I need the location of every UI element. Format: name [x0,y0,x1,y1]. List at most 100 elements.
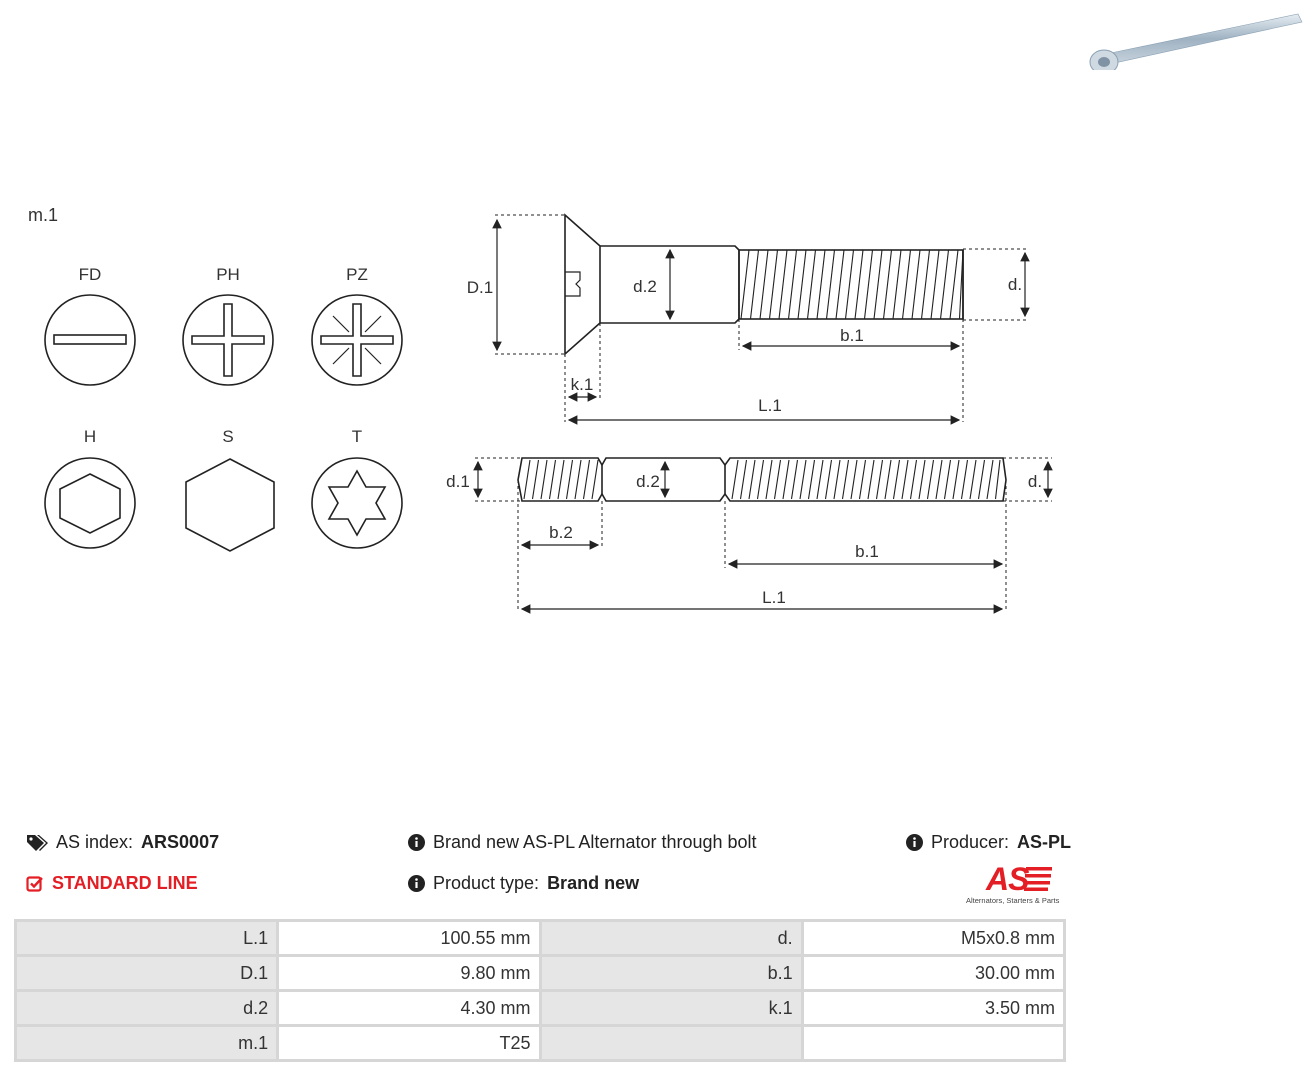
spec-value: T25 [276,1024,542,1062]
spec-key: d.2 [13,989,280,1027]
dim-d2-upper: d.2 [633,277,657,296]
thread-line [960,459,969,500]
thread-line [740,249,750,320]
head-types-diagram: FD PH PZ H S T [44,265,403,552]
info-icon [906,834,923,851]
standard-line: STANDARD LINE [26,873,198,894]
thread-line [918,459,926,500]
spec-value: 9.80 mm [276,954,542,992]
thread-line [935,459,943,500]
thread-line [901,459,909,500]
thread-line [952,459,960,500]
spec-key: D.1 [13,954,280,992]
thread-line [799,459,807,500]
dim-L1-upper: L.1 [758,396,782,415]
thread-line [565,459,574,500]
spec-value: 4.30 mm [276,989,542,1027]
thread-line [926,459,935,500]
thread-line [986,459,994,500]
thread-line [731,459,739,500]
thread-line [994,459,1001,500]
product-photo [1086,13,1308,74]
thread-line [540,459,548,500]
thread-line [787,249,798,320]
info-icon [408,834,425,851]
description-text: Brand new AS-PL Alternator through bolt [433,832,757,852]
as-index: AS index: ARS0007 [26,832,219,853]
thread-line [958,249,964,320]
producer-value: AS-PL [1017,832,1072,852]
dim-d-upper: d. [1008,275,1022,294]
thread-line [949,249,959,320]
dim-d1: d.1 [446,472,470,491]
thread-line [969,459,977,500]
thread-line [875,459,884,500]
dim-b2: b.2 [549,523,573,542]
logo-mark: AS [986,861,1029,897]
product-type: Product type: Brand new [408,873,639,894]
thread-line [531,459,540,500]
t-head-icon [311,457,403,549]
fd-label: FD [79,265,102,284]
thread-line [867,459,875,500]
dim-k1: k.1 [571,375,594,394]
ph-label: PH [216,265,240,284]
h-label: H [84,427,96,446]
spec-key: L.1 [13,919,280,957]
info-icon [408,875,425,892]
thread-line [863,249,874,320]
producer: Producer: AS-PL [906,832,1071,853]
thread-line [854,249,864,320]
thread-line [806,249,817,320]
thread-line [739,459,748,500]
thread-line [943,459,952,500]
dim-d2-lower: d.2 [636,472,660,491]
pz-label: PZ [346,265,368,284]
spec-key: k.1 [538,989,804,1027]
thread-line [790,459,799,500]
thread-line [873,249,883,320]
thread-line [773,459,782,500]
as-pl-logo: AS Alternators, Starters & Parts [960,862,1068,908]
spec-key [538,1024,804,1062]
thread-line [882,249,893,320]
thread-line [591,459,599,500]
thread-line [858,459,867,500]
spec-value: 30.00 mm [800,954,1067,992]
logo-stripes [1024,867,1052,891]
thread-line [797,249,807,320]
thread-line [523,459,531,500]
standard-line-label: STANDARD LINE [52,873,198,893]
thread-line [548,459,557,500]
thread-line [807,459,816,500]
thread-line [892,249,902,320]
m1-label: m.1 [28,205,59,225]
thread-line [765,459,773,500]
spec-value [800,1024,1067,1062]
dim-L1-lower: L.1 [762,588,786,607]
thread-line [930,249,940,320]
thread-line [782,459,790,500]
s-head-icon [185,458,275,552]
thread-line [574,459,582,500]
thread-line [909,459,918,500]
spec-value: M5x0.8 mm [800,919,1067,957]
spec-key: m.1 [13,1024,280,1062]
dim-D1: D.1 [467,278,493,297]
thread-line [835,249,845,320]
thread-line [816,459,824,500]
thread-line [884,459,892,500]
spec-key: d. [538,919,804,957]
thread-line [901,249,912,320]
logo-tagline: Alternators, Starters & Parts [966,896,1060,905]
s-label: S [222,427,233,446]
thread-line [756,459,765,500]
thread-line [768,249,779,320]
thread-line [816,249,826,320]
as-index-value: ARS0007 [141,832,220,852]
thread-line [892,459,901,500]
